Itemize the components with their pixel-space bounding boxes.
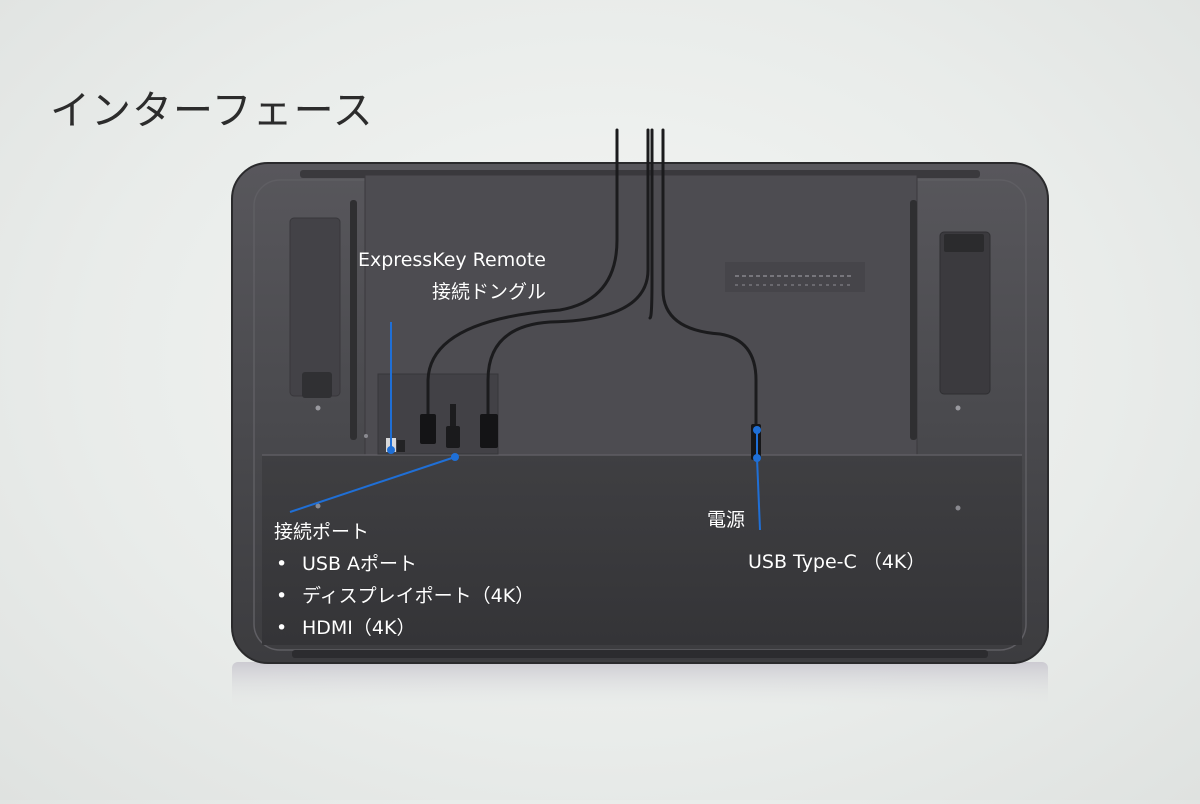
callout-lines — [289, 322, 761, 531]
dongle-label: ExpressKey Remote 接続ドングル — [300, 244, 546, 308]
slide-title: インターフェース — [50, 88, 374, 134]
callout-dots — [387, 426, 761, 462]
port-item-displayport: ディスプレイポート（4K） — [274, 580, 534, 612]
ports-heading: 接続ポート — [274, 521, 370, 543]
dongle-label-line1: ExpressKey Remote — [358, 249, 546, 271]
floor-reflection — [232, 662, 1048, 708]
ports-list: USB Aポート ディスプレイポート（4K） HDMI（4K） — [274, 548, 534, 644]
usbc-label: USB Type-C （4K） — [748, 551, 926, 573]
bottom-strip — [292, 650, 988, 658]
ports-label: 接続ポート USB Aポート ディスプレイポート（4K） HDMI（4K） — [274, 516, 534, 644]
port-item-usb-a: USB Aポート — [274, 548, 534, 580]
power-label: 電源 — [707, 509, 746, 531]
right-slot — [910, 200, 917, 440]
dongle-label-line2: 接続ドングル — [431, 281, 546, 303]
port-item-hdmi: HDMI（4K） — [274, 612, 534, 644]
left-slot — [350, 200, 357, 440]
cables — [426, 128, 758, 442]
right-grip — [939, 231, 991, 395]
